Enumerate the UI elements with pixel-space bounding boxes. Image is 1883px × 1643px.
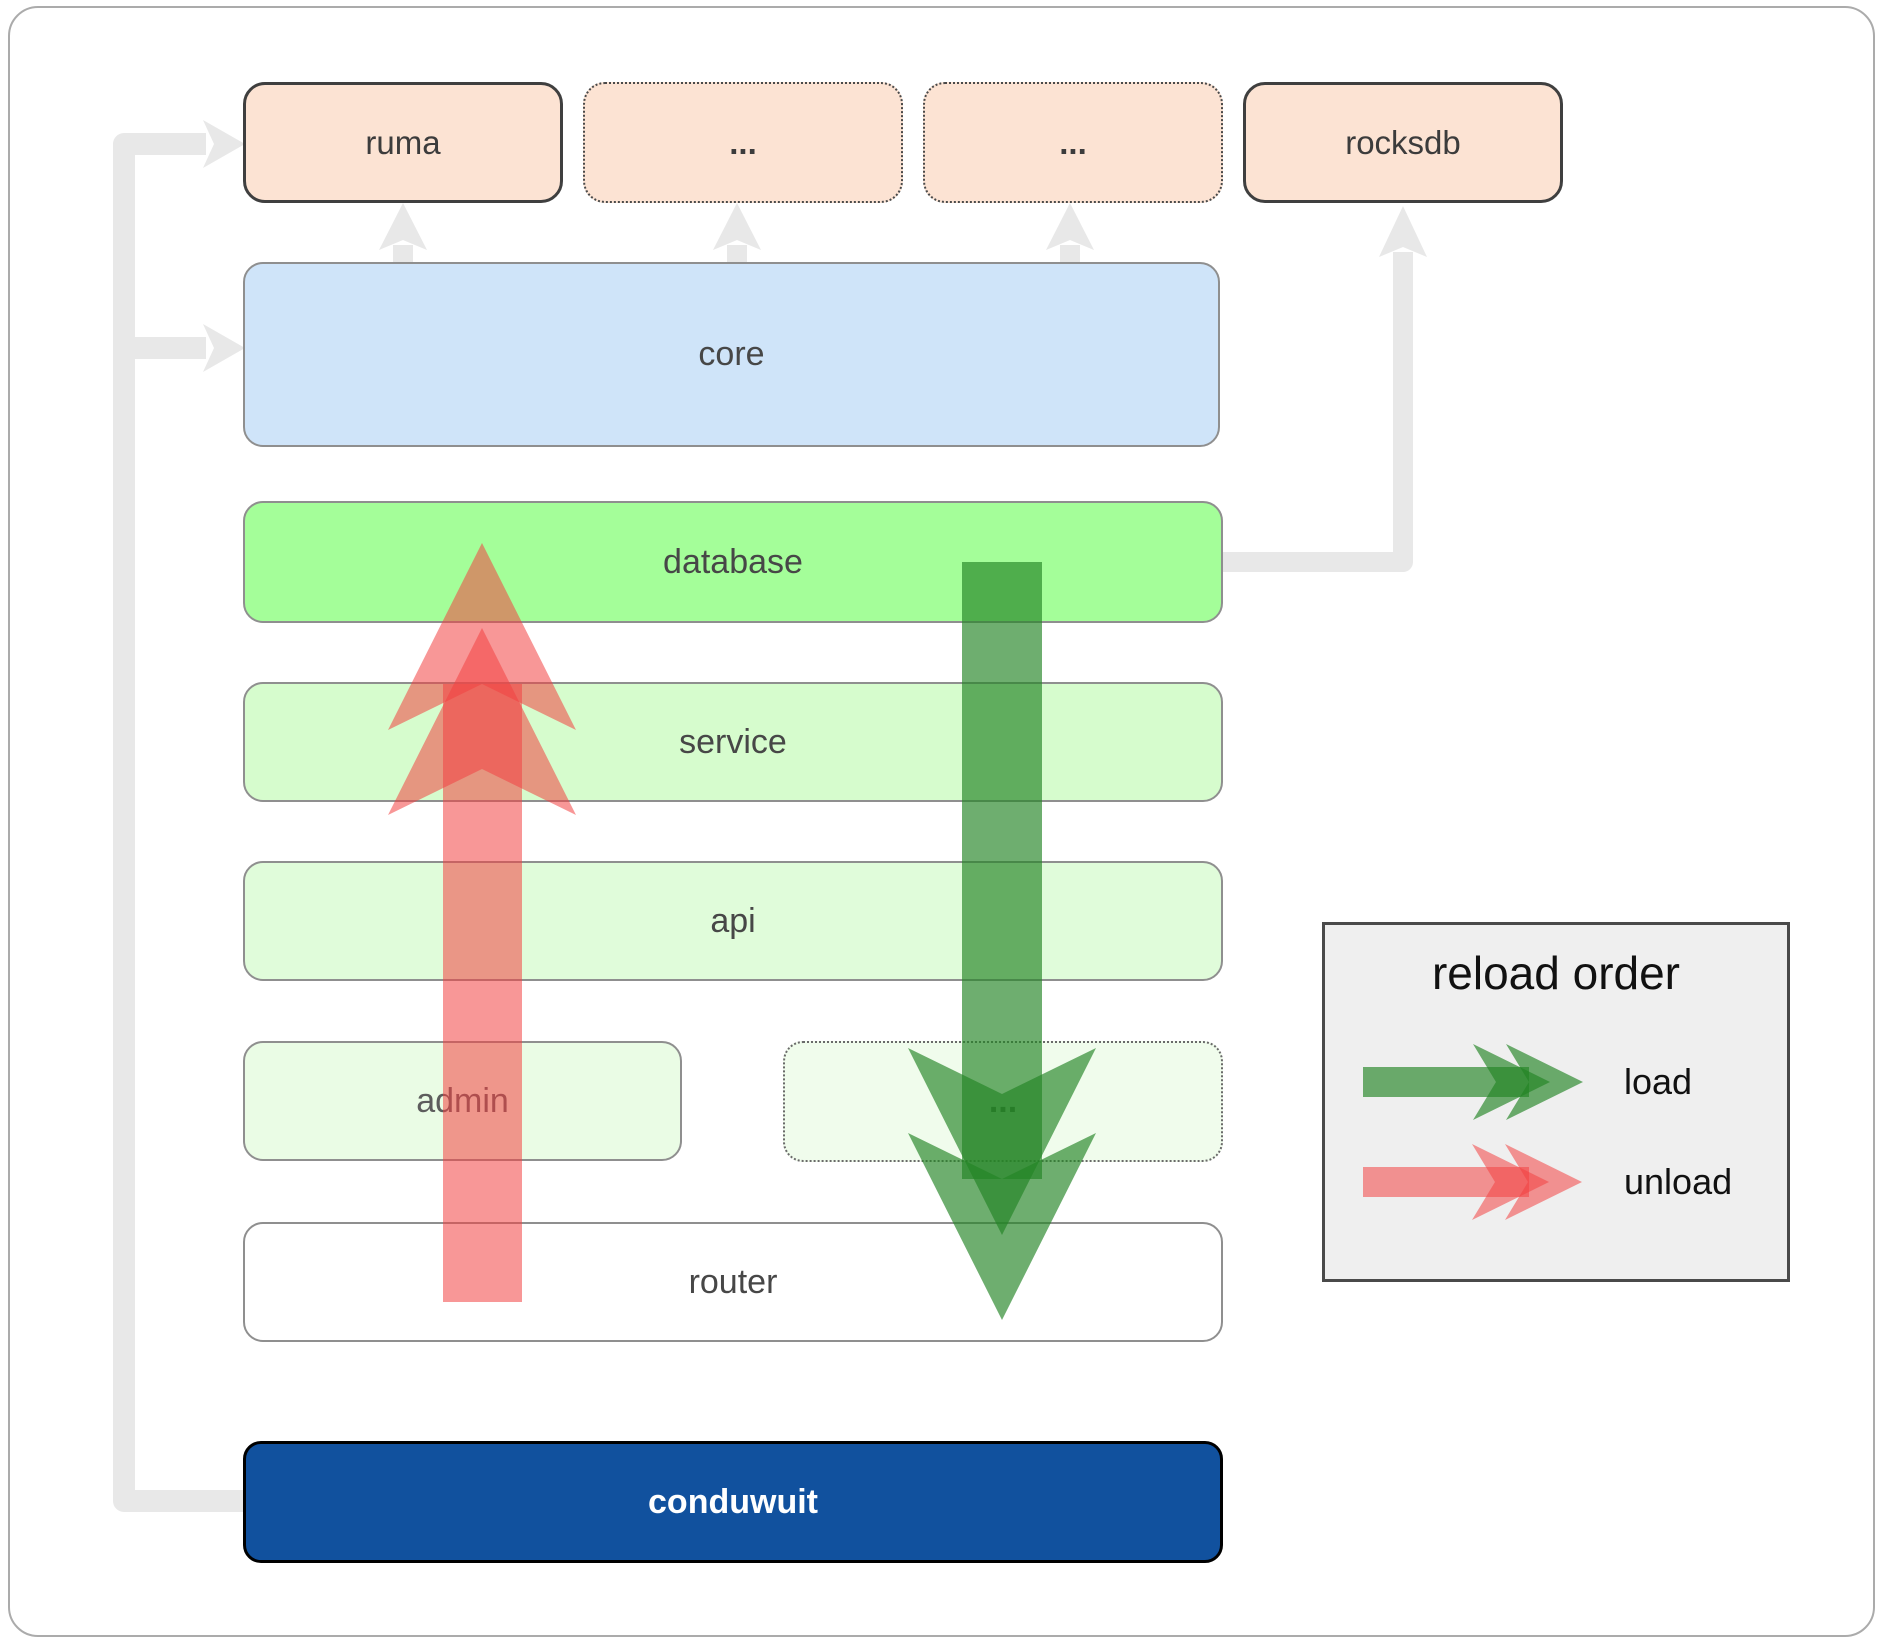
node-dots-admin: ...: [783, 1041, 1223, 1162]
node-admin: admin: [243, 1041, 682, 1161]
node-admin-label: admin: [416, 1081, 509, 1120]
node-core-label: core: [698, 335, 765, 373]
node-api: api: [243, 861, 1223, 981]
node-rocksdb: rocksdb: [1243, 82, 1563, 203]
node-dots-top-1-label: ...: [729, 123, 757, 161]
legend-load-label: load: [1624, 1061, 1693, 1102]
node-dots-top-1: ...: [583, 82, 903, 203]
node-service-label: service: [679, 722, 787, 761]
legend-title: reload order: [1431, 947, 1681, 999]
node-database-label: database: [663, 542, 803, 581]
legend-unload-label: unload: [1624, 1161, 1733, 1202]
node-router: router: [243, 1222, 1223, 1342]
node-rocksdb-label: rocksdb: [1345, 123, 1461, 161]
node-ruma: ruma: [243, 82, 563, 203]
node-router-label: router: [688, 1262, 778, 1301]
node-api-label: api: [710, 901, 756, 940]
node-core: core: [243, 262, 1220, 447]
node-dots-top-2-label: ...: [1059, 123, 1087, 161]
node-ruma-label: ruma: [365, 123, 441, 161]
node-conduwuit-label: conduwuit: [648, 1482, 818, 1521]
node-service: service: [243, 682, 1223, 802]
node-database: database: [243, 501, 1223, 623]
node-dots-admin-label: ...: [988, 1082, 1018, 1120]
node-dots-top-2: ...: [923, 82, 1223, 203]
diagram-frame: [8, 6, 1875, 1637]
node-conduwuit: conduwuit: [243, 1441, 1223, 1563]
